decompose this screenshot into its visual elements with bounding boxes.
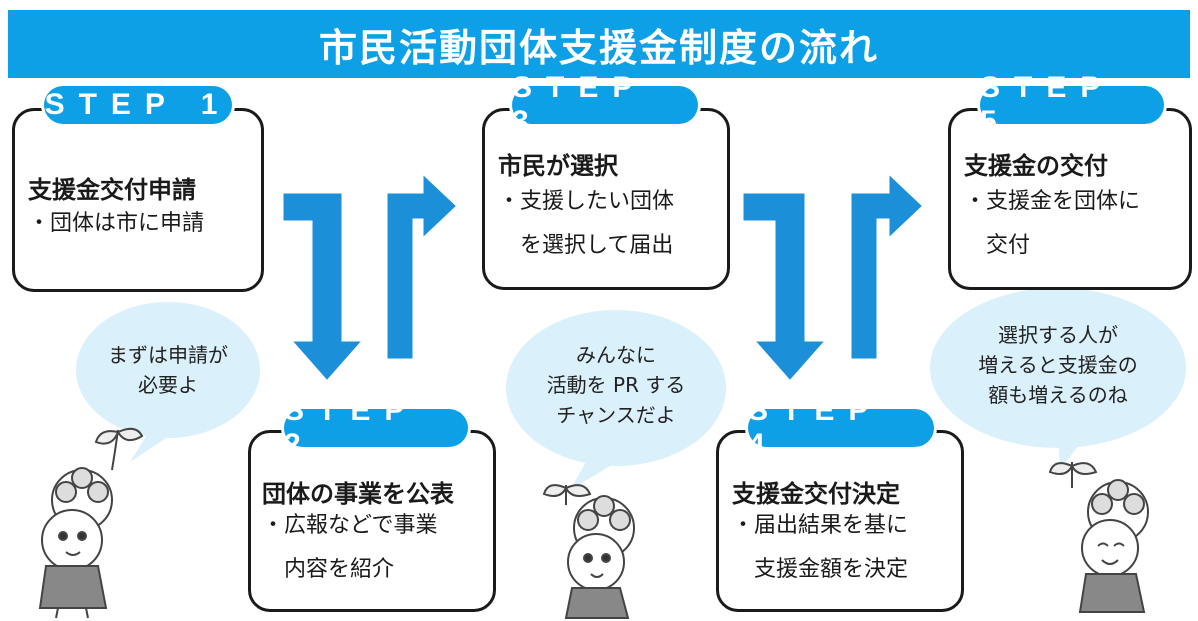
speech-bubble-3-text: 選択する人が 増えると支援金の 額も増えるのね [978,323,1138,407]
step-4-box [716,430,964,612]
step-5-label: STEP 5 [980,71,1164,138]
page-title: 市民活動団体支援金制度の流れ [318,25,879,70]
step-2-box [248,430,496,612]
step-3-description: ・支援したい団体 を選択して届出 [498,189,675,258]
speech-bubble-2 [506,310,726,490]
title-banner: 市民活動団体支援金制度の流れ [8,10,1190,78]
step-4-label: STEP 4 [748,394,934,461]
speech-bubble-3 [930,288,1186,470]
arrow-down-step3-step4 [740,190,831,385]
arrow-up-step4-step5 [848,168,927,362]
step-3-box [482,108,730,290]
mascot-character-2 [542,484,635,619]
step-5-description: ・支援金を団体に 交付 [964,189,1141,258]
arrow-up-step2-step3 [384,168,461,362]
step-4-description: ・届出結果を基に 支援金額を決定 [732,513,909,582]
step-1-description: ・団体は市に申請 [28,211,205,236]
speech-bubble-2-text: みんなに 活動を PR する チャンスだよ [546,343,686,427]
mascot-character-3 [1048,462,1149,613]
step-2-label: STEP 2 [284,394,468,461]
step-1-label: STEP 1 [44,86,232,124]
step-3-title: 市民が選択 [498,152,618,180]
arrow-down-step1-step2 [280,190,368,385]
speech-bubble-1 [76,302,260,462]
step-2-title: 団体の事業を公表 [262,480,454,508]
step-3-label: STEP 3 [512,71,698,138]
step-5-box [948,108,1192,290]
step-1-title: 支援金交付申請 [28,176,196,204]
step-4-title: 支援金交付決定 [732,480,900,508]
step-2-description: ・広報などで事業 内容を紹介 [262,513,438,582]
mascot-character-1 [38,427,144,619]
speech-bubble-1-text: まずは申請が 必要よ [108,343,228,397]
step-5-title: 支援金の交付 [964,152,1108,180]
